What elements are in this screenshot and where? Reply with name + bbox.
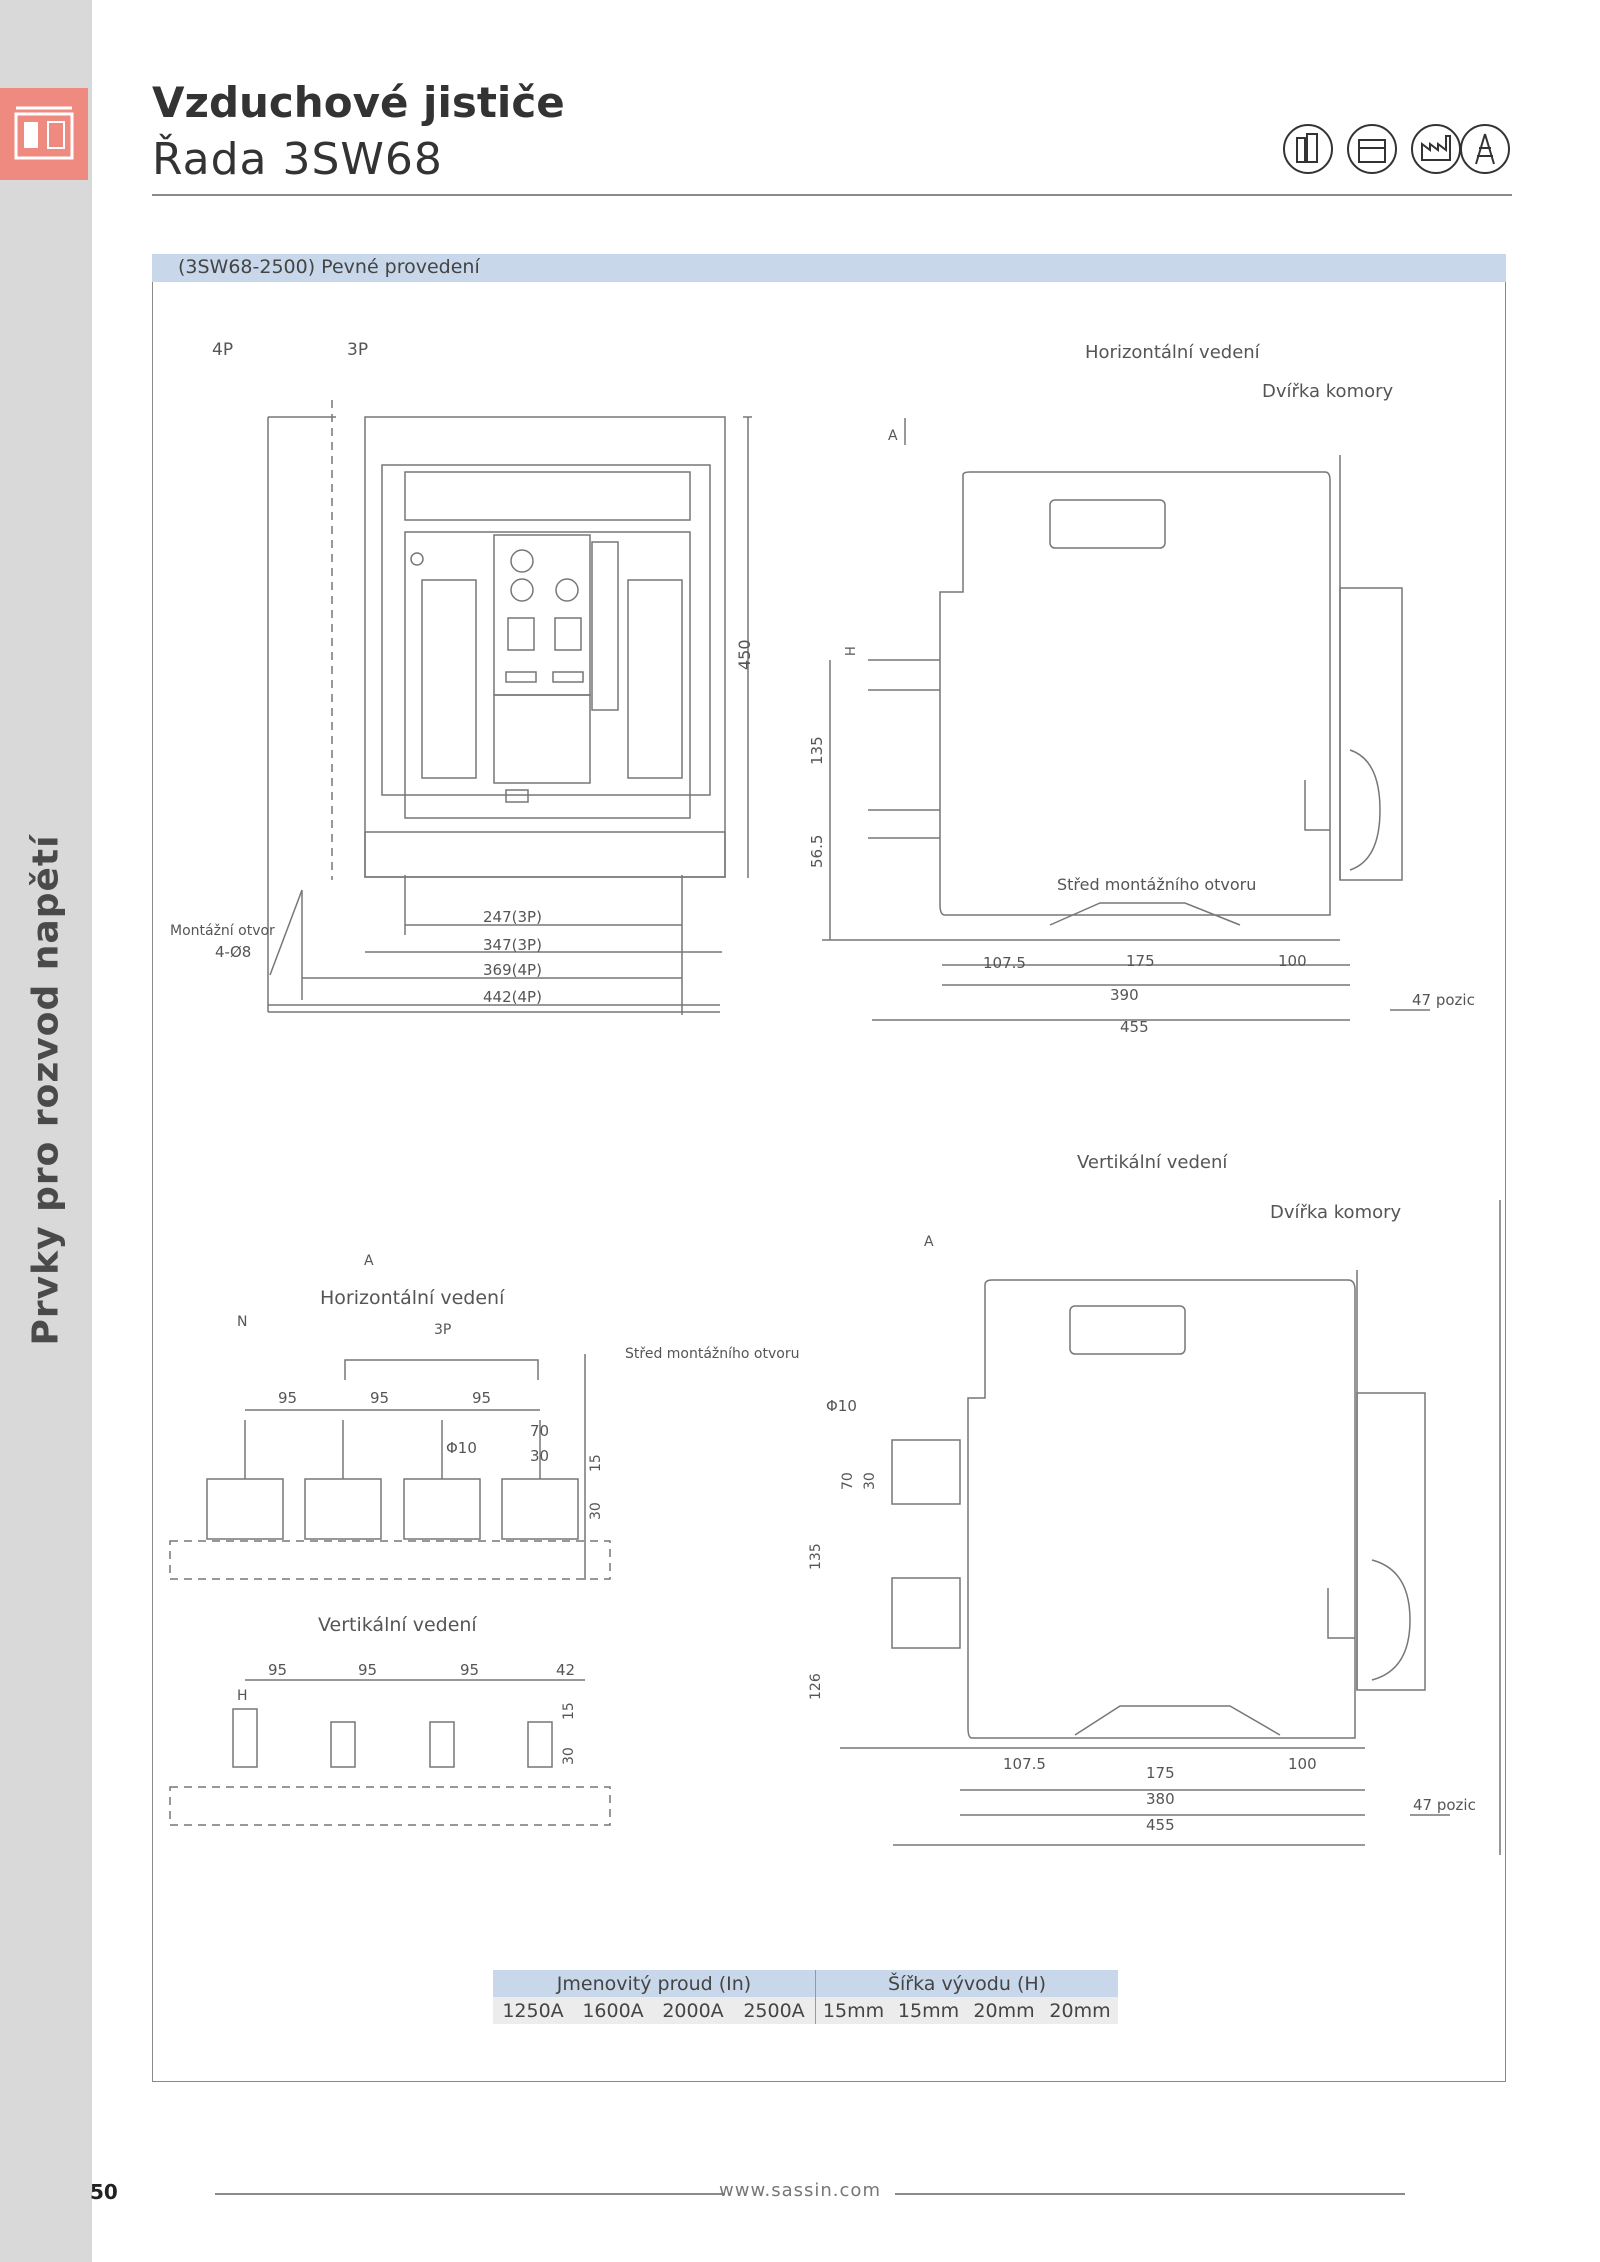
- label-3p: 3P: [347, 340, 368, 360]
- dim-w4: 442(4P): [483, 988, 542, 1006]
- building-icon: [1283, 124, 1333, 174]
- front-view-drawing: [267, 400, 752, 1015]
- term-v-hmark: H: [237, 1688, 248, 1704]
- label-4p: 4P: [212, 340, 233, 360]
- side-h-v2: 56.5: [808, 835, 826, 868]
- term-v-v15: 15: [561, 1702, 577, 1720]
- side-v-door: Dvířka komory: [1270, 1202, 1402, 1223]
- side-v-v126: 126: [808, 1673, 824, 1700]
- side-v-d3: 100: [1288, 1755, 1317, 1773]
- term-n: N: [237, 1314, 247, 1330]
- mount-hole-label: Montážní otvor: [170, 923, 275, 939]
- term-v-p3: 95: [460, 1661, 479, 1679]
- side-v-d4: 380: [1146, 1790, 1175, 1808]
- mount-hole-count: 4-Ø8: [215, 943, 251, 961]
- side-h-d2: 175: [1126, 952, 1155, 970]
- term-h-v15: 15: [588, 1454, 604, 1472]
- table-header-current: Jmenovitý proud (In): [493, 1970, 816, 1997]
- term-arrow: A: [364, 1253, 374, 1269]
- section-band: [152, 254, 1506, 282]
- side-strip: [0, 0, 92, 2262]
- dim-w3: 369(4P): [483, 961, 542, 979]
- breaker-icon: [0, 88, 88, 180]
- term-v-p2: 95: [358, 1661, 377, 1679]
- term-mount-center: Střed montážního otvoru: [625, 1346, 799, 1362]
- side-v-pos: 47 pozic: [1413, 1796, 1476, 1814]
- table-current-2: 1600A: [573, 1997, 653, 2024]
- term-h-d30: 30: [530, 1447, 549, 1465]
- side-h-title: Horizontální vedení: [1085, 342, 1261, 363]
- page-title: Vzduchové jističe: [152, 78, 565, 127]
- side-v-phi: Φ10: [826, 1397, 857, 1415]
- side-h-hmark: H: [844, 646, 859, 656]
- term-h-phi: Φ10: [446, 1439, 477, 1457]
- table-current-3: 2000A: [653, 1997, 733, 2024]
- section-band-label: (3SW68-2500) Pevné provedení: [178, 256, 480, 278]
- side-v-arrow: A: [924, 1234, 934, 1250]
- term-v-title: Vertikální vedení: [318, 1614, 477, 1636]
- side-v-v30: 30: [862, 1472, 878, 1490]
- table-width-2: 15mm: [891, 1997, 966, 2024]
- table-current-4: 2500A: [733, 1997, 816, 2024]
- side-vertical-drawing: [840, 1200, 1501, 1855]
- page-subtitle: Řada 3SW68: [152, 134, 443, 185]
- term-h-title: Horizontální vedení: [320, 1287, 505, 1309]
- side-h-d5: 455: [1120, 1018, 1149, 1036]
- terminals-drawing: [169, 1354, 611, 1826]
- table-width-1: 15mm: [815, 1997, 891, 2024]
- term-h-p2: 95: [370, 1389, 389, 1407]
- side-h-mount-center: Střed montážního otvoru: [1057, 875, 1256, 894]
- side-h-d3: 100: [1278, 952, 1307, 970]
- side-v-d2: 175: [1146, 1764, 1175, 1782]
- office-icon: [1347, 124, 1397, 174]
- side-h-d4: 390: [1110, 986, 1139, 1004]
- term-3p: 3P: [434, 1322, 451, 1338]
- footer-line-right: [895, 2193, 1405, 2195]
- table-width-3: 20mm: [966, 1997, 1042, 2024]
- tower-icon: [1460, 124, 1510, 174]
- dim-w1: 247(3P): [483, 908, 542, 926]
- term-v-p4: 42: [556, 1661, 575, 1679]
- page-number: 50: [90, 2180, 118, 2204]
- side-h-d1: 107.5: [983, 954, 1026, 972]
- term-h-p3: 95: [472, 1389, 491, 1407]
- table-width-4: 20mm: [1042, 1997, 1118, 2024]
- side-h-arrow: A: [888, 428, 898, 444]
- side-h-door: Dvířka komory: [1262, 381, 1394, 402]
- footer-line-left: [215, 2193, 725, 2195]
- side-v-v135: 135: [808, 1543, 824, 1570]
- dim-w2: 347(3P): [483, 936, 542, 954]
- side-v-v70: 70: [840, 1472, 856, 1490]
- side-horizontal-drawing: [822, 418, 1430, 1021]
- side-h-pos: 47 pozic: [1412, 991, 1475, 1009]
- term-v-v30: 30: [561, 1747, 577, 1765]
- footer-url[interactable]: www.sassin.com: [719, 2180, 881, 2201]
- side-v-d5: 455: [1146, 1816, 1175, 1834]
- side-v-title: Vertikální vedení: [1077, 1152, 1228, 1173]
- side-h-v1: 135: [808, 736, 826, 765]
- term-h-d70: 70: [530, 1422, 549, 1440]
- term-h-p1: 95: [278, 1389, 297, 1407]
- dim-height: 450: [735, 639, 754, 670]
- title-divider: [152, 194, 1512, 196]
- table-current-1: 1250A: [493, 1997, 573, 2024]
- term-v-p1: 95: [268, 1661, 287, 1679]
- side-v-d1: 107.5: [1003, 1755, 1046, 1773]
- term-h-v30: 30: [588, 1502, 604, 1520]
- rating-table: Jmenovitý proud (In) Šířka vývodu (H) 12…: [493, 1970, 1118, 2024]
- table-header-width: Šířka vývodu (H): [815, 1970, 1118, 1997]
